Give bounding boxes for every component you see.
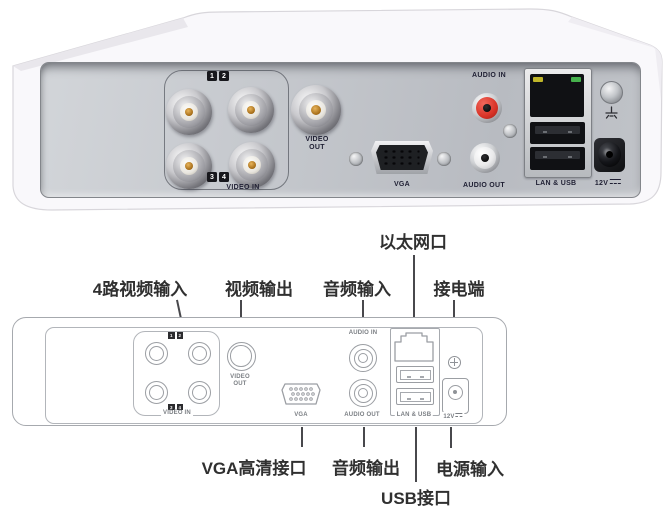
diagram-ground-screw <box>447 355 461 369</box>
channel-badge-1: 1 <box>207 71 217 81</box>
ethernet-led-green <box>571 77 581 82</box>
callout-power-terminal: 接电端 <box>433 280 485 299</box>
leader-power-input <box>450 427 452 448</box>
callout-usb: USB接口 <box>381 489 451 508</box>
diagram-badge-1: 1 <box>168 332 175 339</box>
ethernet-led-yellow <box>533 77 543 82</box>
diagram-bnc-2 <box>188 342 211 365</box>
callout-vga-hd: VGA高清接口 <box>201 459 307 478</box>
lan-usb-label: LAN & USB <box>535 180 577 187</box>
diagram-bnc-1 <box>145 342 168 365</box>
channel-badge-3: 3 <box>207 172 217 182</box>
diagram-bnc-3 <box>145 381 168 404</box>
video-in-label: VIDEO IN <box>226 184 260 191</box>
vga-screw-right <box>437 152 451 166</box>
diagram-bnc-4 <box>188 381 211 404</box>
bnc-video-in-4 <box>229 142 275 188</box>
dc-symbol-icon <box>610 178 622 186</box>
power-label: 12V <box>595 178 622 188</box>
diagram-dc-jack <box>442 378 469 414</box>
bnc-video-out <box>291 85 341 135</box>
diagram-video-out-port <box>226 341 256 371</box>
diagram-badge-2: 2 <box>176 332 183 339</box>
dc-symbol-small-icon <box>455 412 463 418</box>
diagram-video-in-label: VIDEO IN <box>161 410 193 418</box>
callout-audio-in: 音频输入 <box>323 280 391 299</box>
leader-audio-out <box>363 427 365 447</box>
vga-port <box>371 141 433 174</box>
diagram-badge-4: 4 <box>176 404 183 411</box>
audio-out-label: AUDIO OUT <box>463 182 505 189</box>
photo-section: 1 2 3 4 VIDEO IN VIDEO OUT VGA AUDIO IN … <box>0 0 670 220</box>
callout-ethernet: 以太网口 <box>379 233 447 252</box>
audio-in-label: AUDIO IN <box>472 72 506 79</box>
diagram-audio-out-label: AUDIO OUT <box>342 412 382 420</box>
channel-badge-4: 4 <box>219 172 229 182</box>
diagram-vga-label: VGA <box>292 412 310 420</box>
usb-port-1 <box>530 122 585 144</box>
leader-ethernet <box>413 255 415 329</box>
callout-power-input: 电源输入 <box>436 460 504 479</box>
diagram-usb-port-1 <box>396 366 434 383</box>
audio-out-rca-port <box>470 143 500 173</box>
diagram-audio-out-port <box>349 379 377 407</box>
channel-badge-2: 2 <box>219 71 229 81</box>
audio-in-rca-port <box>472 93 502 123</box>
diagram-audio-in-port <box>349 344 377 372</box>
video-in-cluster-outline <box>164 70 289 190</box>
diagram-video-out-label: VIDEO OUT <box>222 374 258 389</box>
ethernet-port <box>530 74 584 117</box>
diagram-badge-3: 3 <box>168 404 175 411</box>
callout-video-out: 视频输出 <box>225 280 293 299</box>
bnc-video-in-2 <box>228 87 274 133</box>
callout-audio-out: 音频输出 <box>332 459 400 478</box>
callout-video-in-4ch: 4路视频输入 <box>92 280 188 299</box>
diagram-lan-usb-label: LAN & USB <box>394 412 434 420</box>
leader-usb <box>415 427 417 482</box>
bnc-video-in-3 <box>166 143 212 189</box>
ground-icon <box>605 106 618 119</box>
usb-port-2 <box>530 147 585 170</box>
panel-screw <box>503 124 517 138</box>
ground-screw <box>600 81 623 104</box>
video-out-label: VIDEO OUT <box>305 136 329 152</box>
vga-screw-left <box>349 152 363 166</box>
diagram-audio-in-label: AUDIO IN <box>346 330 380 338</box>
diagram-section: 1 2 3 4 VIDEO IN VIDEO OUT VGA AUDIO IN … <box>0 300 670 450</box>
leader-vga-hd <box>301 427 303 447</box>
diagram-vga-port <box>281 383 321 405</box>
leader-audio-in <box>362 300 364 326</box>
dc-power-jack <box>594 138 625 172</box>
diagram-power-label: 12V <box>441 412 465 422</box>
diagram-ethernet-port <box>394 332 434 362</box>
diagram-usb-port-2 <box>396 388 434 405</box>
bnc-video-in-1 <box>166 89 212 135</box>
vga-label: VGA <box>393 181 411 188</box>
